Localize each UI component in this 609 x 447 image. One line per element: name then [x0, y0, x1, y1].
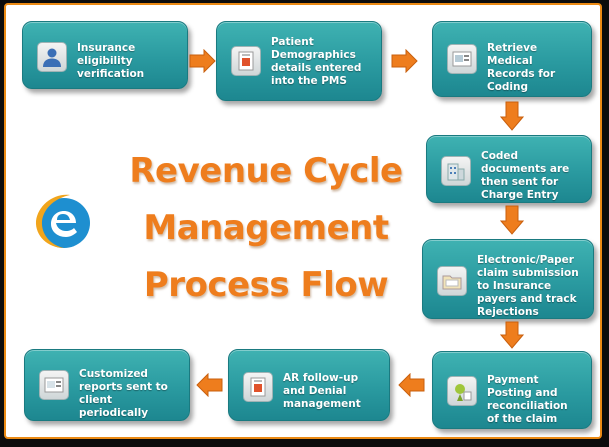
step-insurance-eligibility: Insurance eligibility verification	[22, 21, 188, 89]
step-ar-followup: AR follow-up and Denial management	[228, 349, 390, 421]
title-line-1: Revenue Cycle	[129, 151, 403, 191]
step-label: Patient Demographics details entered int…	[271, 36, 362, 87]
arrow-left-icon	[398, 373, 425, 397]
building-icon	[441, 156, 471, 186]
step-customized-reports: Customized reports sent to client period…	[24, 349, 190, 421]
arrow-down-icon	[500, 321, 524, 349]
step-label: AR follow-up and Denial management	[283, 372, 361, 410]
company-logo	[26, 187, 100, 257]
arrow-right-icon	[189, 49, 216, 73]
step-label: Electronic/Paper claim submission to Ins…	[477, 254, 579, 318]
step-claim-submission: Electronic/Paper claim submission to Ins…	[422, 239, 594, 319]
document-icon	[231, 46, 261, 76]
payment-icon	[447, 376, 477, 406]
step-label: Coded documents are then sent for Charge…	[481, 150, 570, 201]
arrow-down-icon	[500, 101, 524, 131]
report-icon	[39, 370, 69, 400]
step-label: Customized reports sent to client period…	[79, 368, 168, 419]
step-label: Insurance eligibility verification	[77, 42, 145, 80]
step-label: Retrieve Medical Records for Coding	[487, 42, 556, 93]
document-icon	[243, 372, 273, 402]
folder-icon	[437, 266, 467, 296]
records-icon	[447, 44, 477, 74]
arrow-down-icon	[500, 205, 524, 235]
arrow-left-icon	[196, 373, 223, 397]
step-payment-posting: Payment Posting and reconciliation of th…	[432, 351, 592, 429]
step-retrieve-records: Retrieve Medical Records for Coding	[432, 21, 592, 97]
title-line-2: Management	[143, 208, 389, 248]
step-label: Payment Posting and reconciliation of th…	[487, 374, 568, 425]
step-coded-documents: Coded documents are then sent for Charge…	[426, 135, 592, 203]
diagram-frame: Insurance eligibility verification Patie…	[4, 3, 602, 439]
title-line-3: Process Flow	[143, 265, 389, 305]
arrow-right-icon	[391, 49, 418, 73]
user-icon	[37, 42, 67, 72]
step-patient-demographics: Patient Demographics details entered int…	[216, 21, 382, 101]
